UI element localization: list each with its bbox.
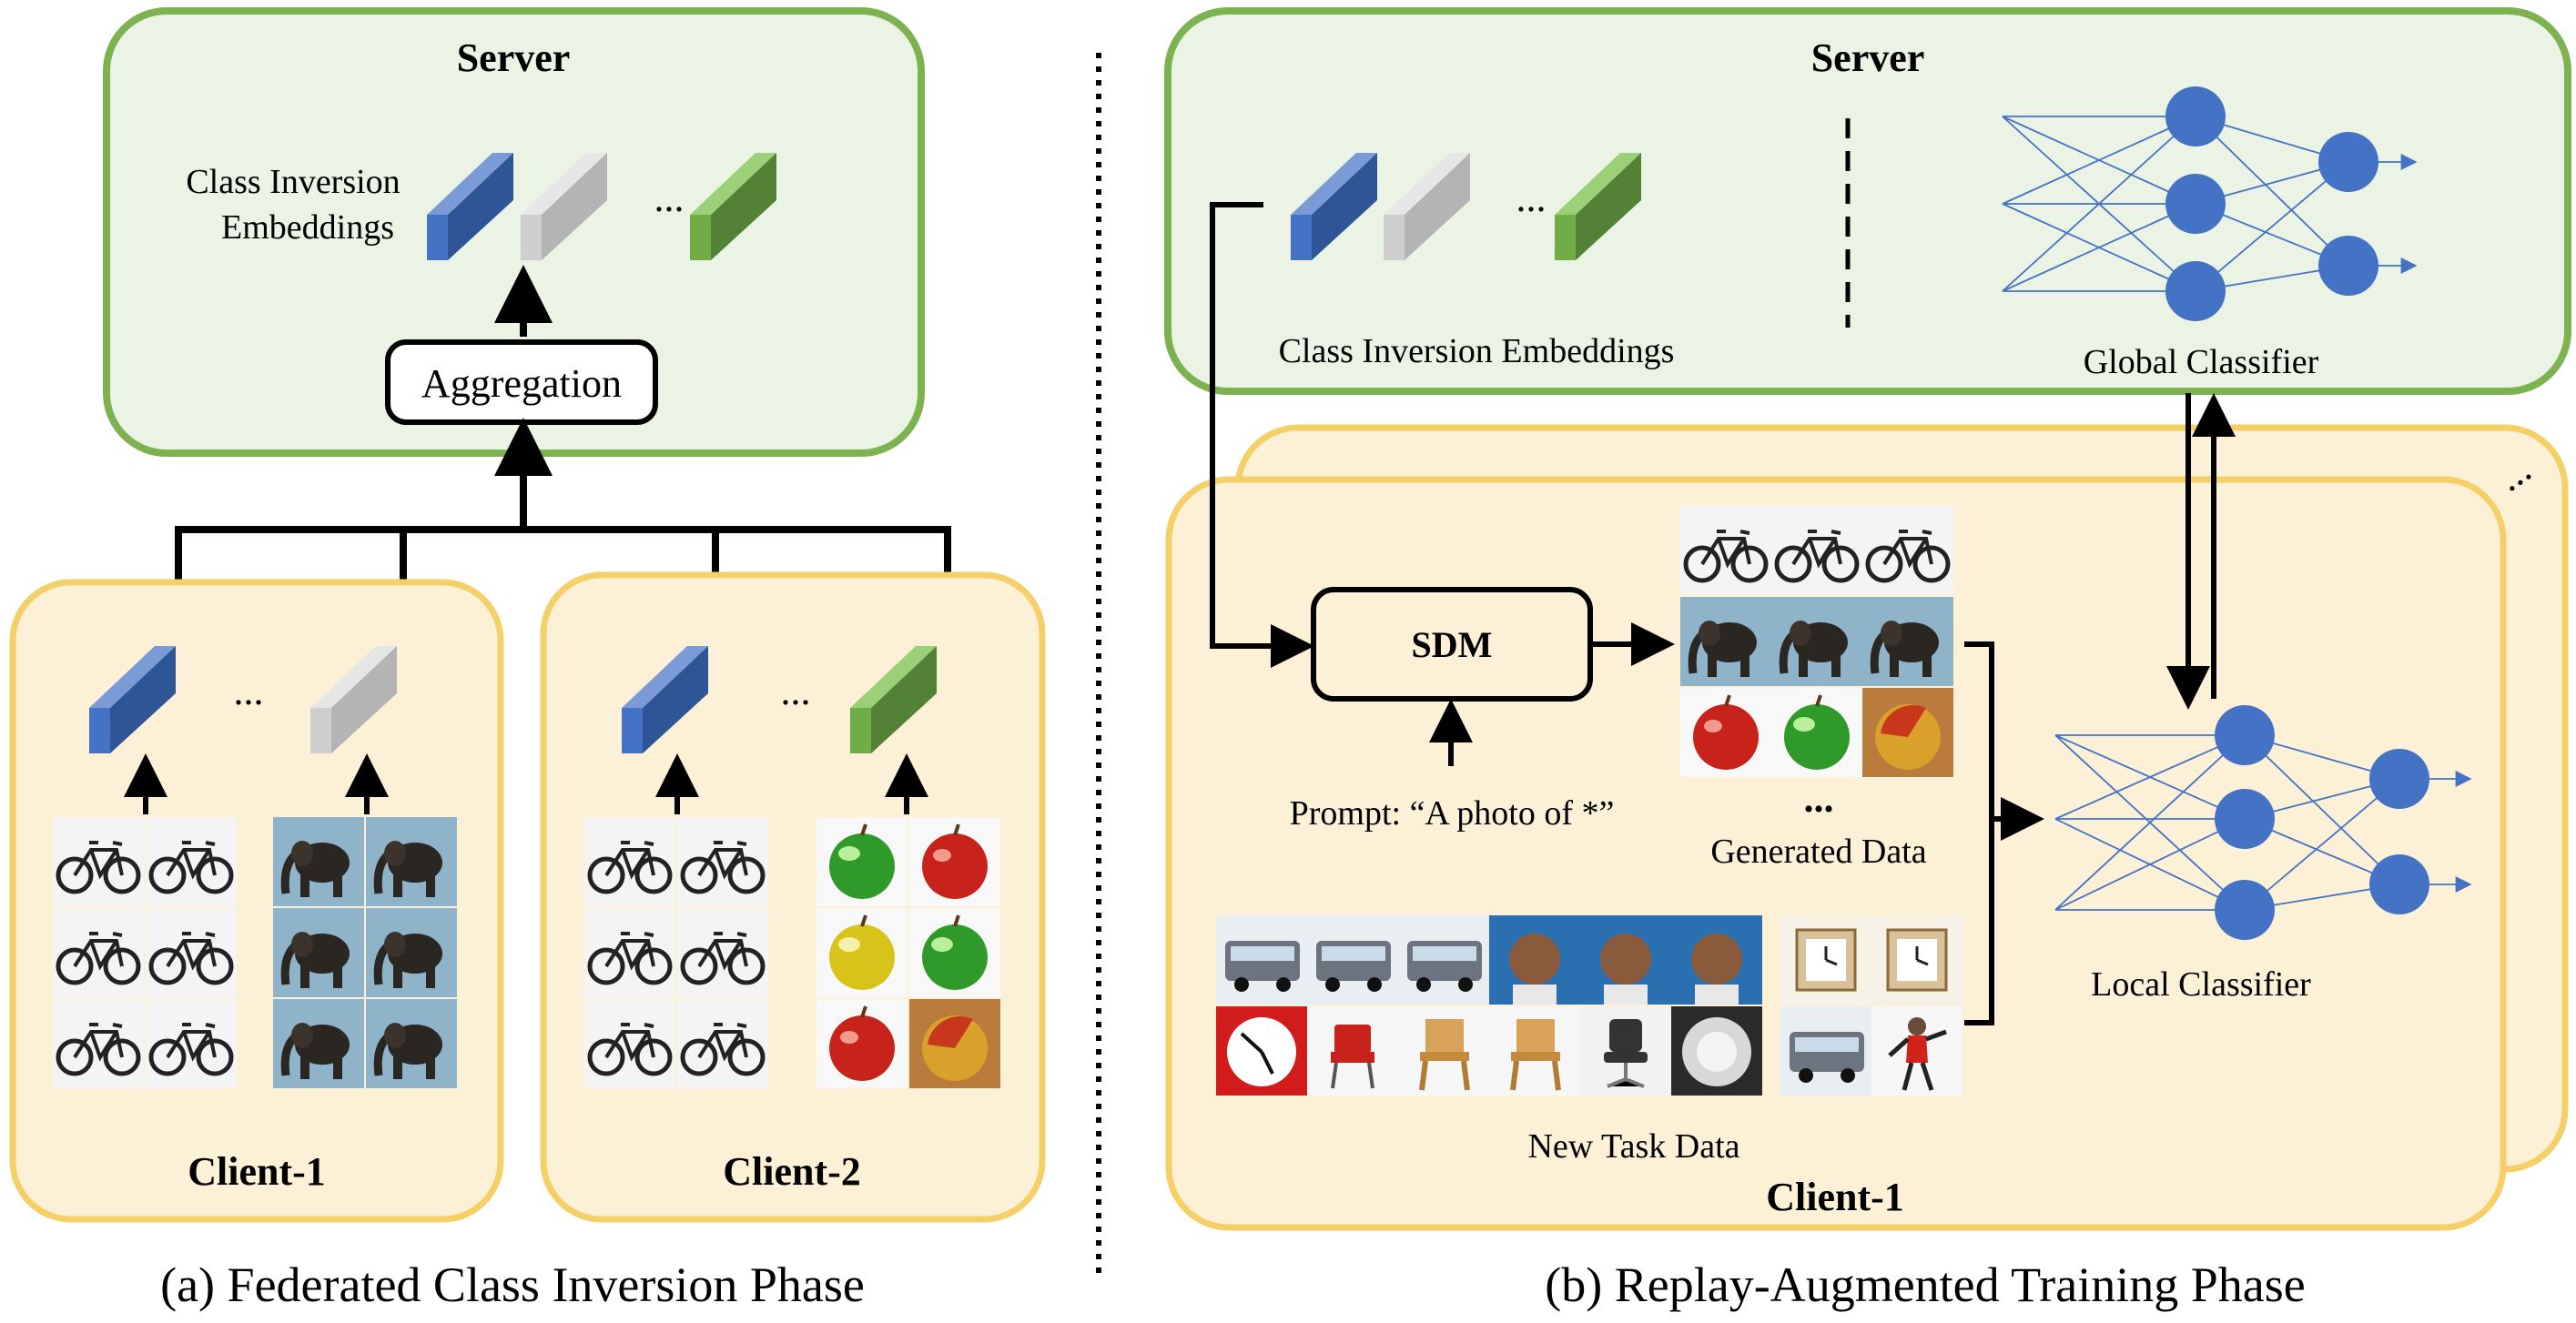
generated-data-images: [1680, 506, 1953, 779]
global-classifier-network: [2002, 116, 2418, 292]
local-classifier-network: [2054, 734, 2472, 911]
panel-b: ... Server ... Class Inversion Embedding…: [1164, 7, 2571, 1312]
client2-ellipsis: ...: [781, 669, 811, 713]
client2-label-a: Client-2: [723, 1149, 861, 1194]
global-classifier-neurons: [2165, 86, 2378, 321]
embeddings-label-a-line1: Class Inversion: [186, 163, 400, 201]
sdm-label: SDM: [1412, 624, 1493, 665]
caption-a: (a) Federated Class Inversion Phase: [160, 1257, 865, 1312]
embedding-to-sdm-path: [1210, 202, 1314, 668]
caption-b: (b) Replay-Augmented Training Phase: [1545, 1257, 2305, 1312]
server-title-b: Server: [1811, 35, 1925, 80]
embeddings-label-a-line2: Embeddings: [221, 208, 394, 247]
prompt-label: Prompt: “A photo of *”: [1290, 794, 1615, 833]
local-classifier-neurons: [2215, 705, 2429, 940]
ellipsis-b-server: ...: [1516, 176, 1547, 220]
aggregation-label: Aggregation: [421, 361, 622, 406]
client1-label-a: Client-1: [188, 1149, 326, 1194]
global-classifier-label: Global Classifier: [2084, 343, 2319, 381]
client1-label-b: Client-1: [1766, 1175, 1904, 1219]
panel-a: Server Class Inversion Embeddings ... Ag…: [9, 7, 1046, 1312]
server-title-a: Server: [457, 35, 571, 80]
new-task-data-label: New Task Data: [1527, 1127, 1739, 1166]
local-classifier-label: Local Classifier: [2091, 965, 2311, 1004]
generated-data-label: Generated Data: [1710, 833, 1926, 871]
client1-ellipsis: ...: [234, 669, 264, 713]
embeddings-label-b: Class Inversion Embeddings: [1279, 332, 1675, 370]
generated-ellipsis: ...: [1804, 776, 1834, 821]
ellipsis-a-server: ...: [654, 176, 685, 220]
